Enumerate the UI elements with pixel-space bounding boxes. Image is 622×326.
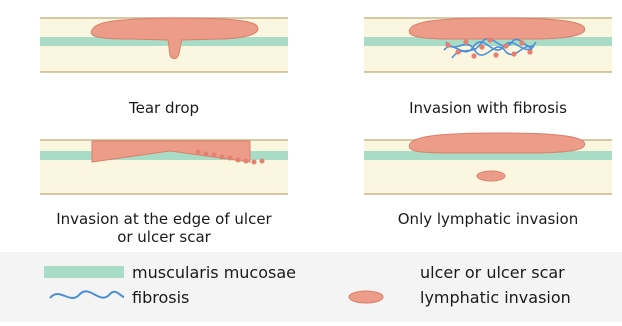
caption-invasion-with-fibrosis: Invasion with fibrosis (364, 99, 612, 117)
ulcer-lesion (409, 133, 584, 153)
caption-tear-drop: Tear drop (40, 99, 288, 117)
panel-invasion-edge (40, 140, 288, 194)
legend-fibrosis-label: fibrosis (132, 288, 189, 307)
legend-lymphatic-swatch (349, 291, 383, 303)
caption-line: or ulcer scar (40, 228, 288, 246)
panel-only-lymphatic (364, 133, 612, 194)
panel-invasion-with-fibrosis (364, 18, 612, 72)
legend-ulcer-label: ulcer or ulcer scar (420, 263, 565, 282)
caption-line: Invasion with fibrosis (364, 99, 612, 117)
ulcer-lesion (409, 18, 584, 39)
caption-line: Only lymphatic invasion (364, 210, 612, 228)
panel-tear-drop (40, 18, 288, 72)
legend-muscularis-swatch (44, 266, 124, 278)
legend-muscularis-label: muscularis mucosae (132, 263, 296, 282)
legend-lymphatic-label: lymphatic invasion (420, 288, 571, 307)
caption-invasion-edge: Invasion at the edge of ulcer or ulcer s… (40, 210, 288, 246)
caption-line: Tear drop (40, 99, 288, 117)
caption-only-lymphatic: Only lymphatic invasion (364, 210, 612, 228)
caption-line: Invasion at the edge of ulcer (40, 210, 288, 228)
lymphatic-invasion-focus (477, 171, 505, 181)
